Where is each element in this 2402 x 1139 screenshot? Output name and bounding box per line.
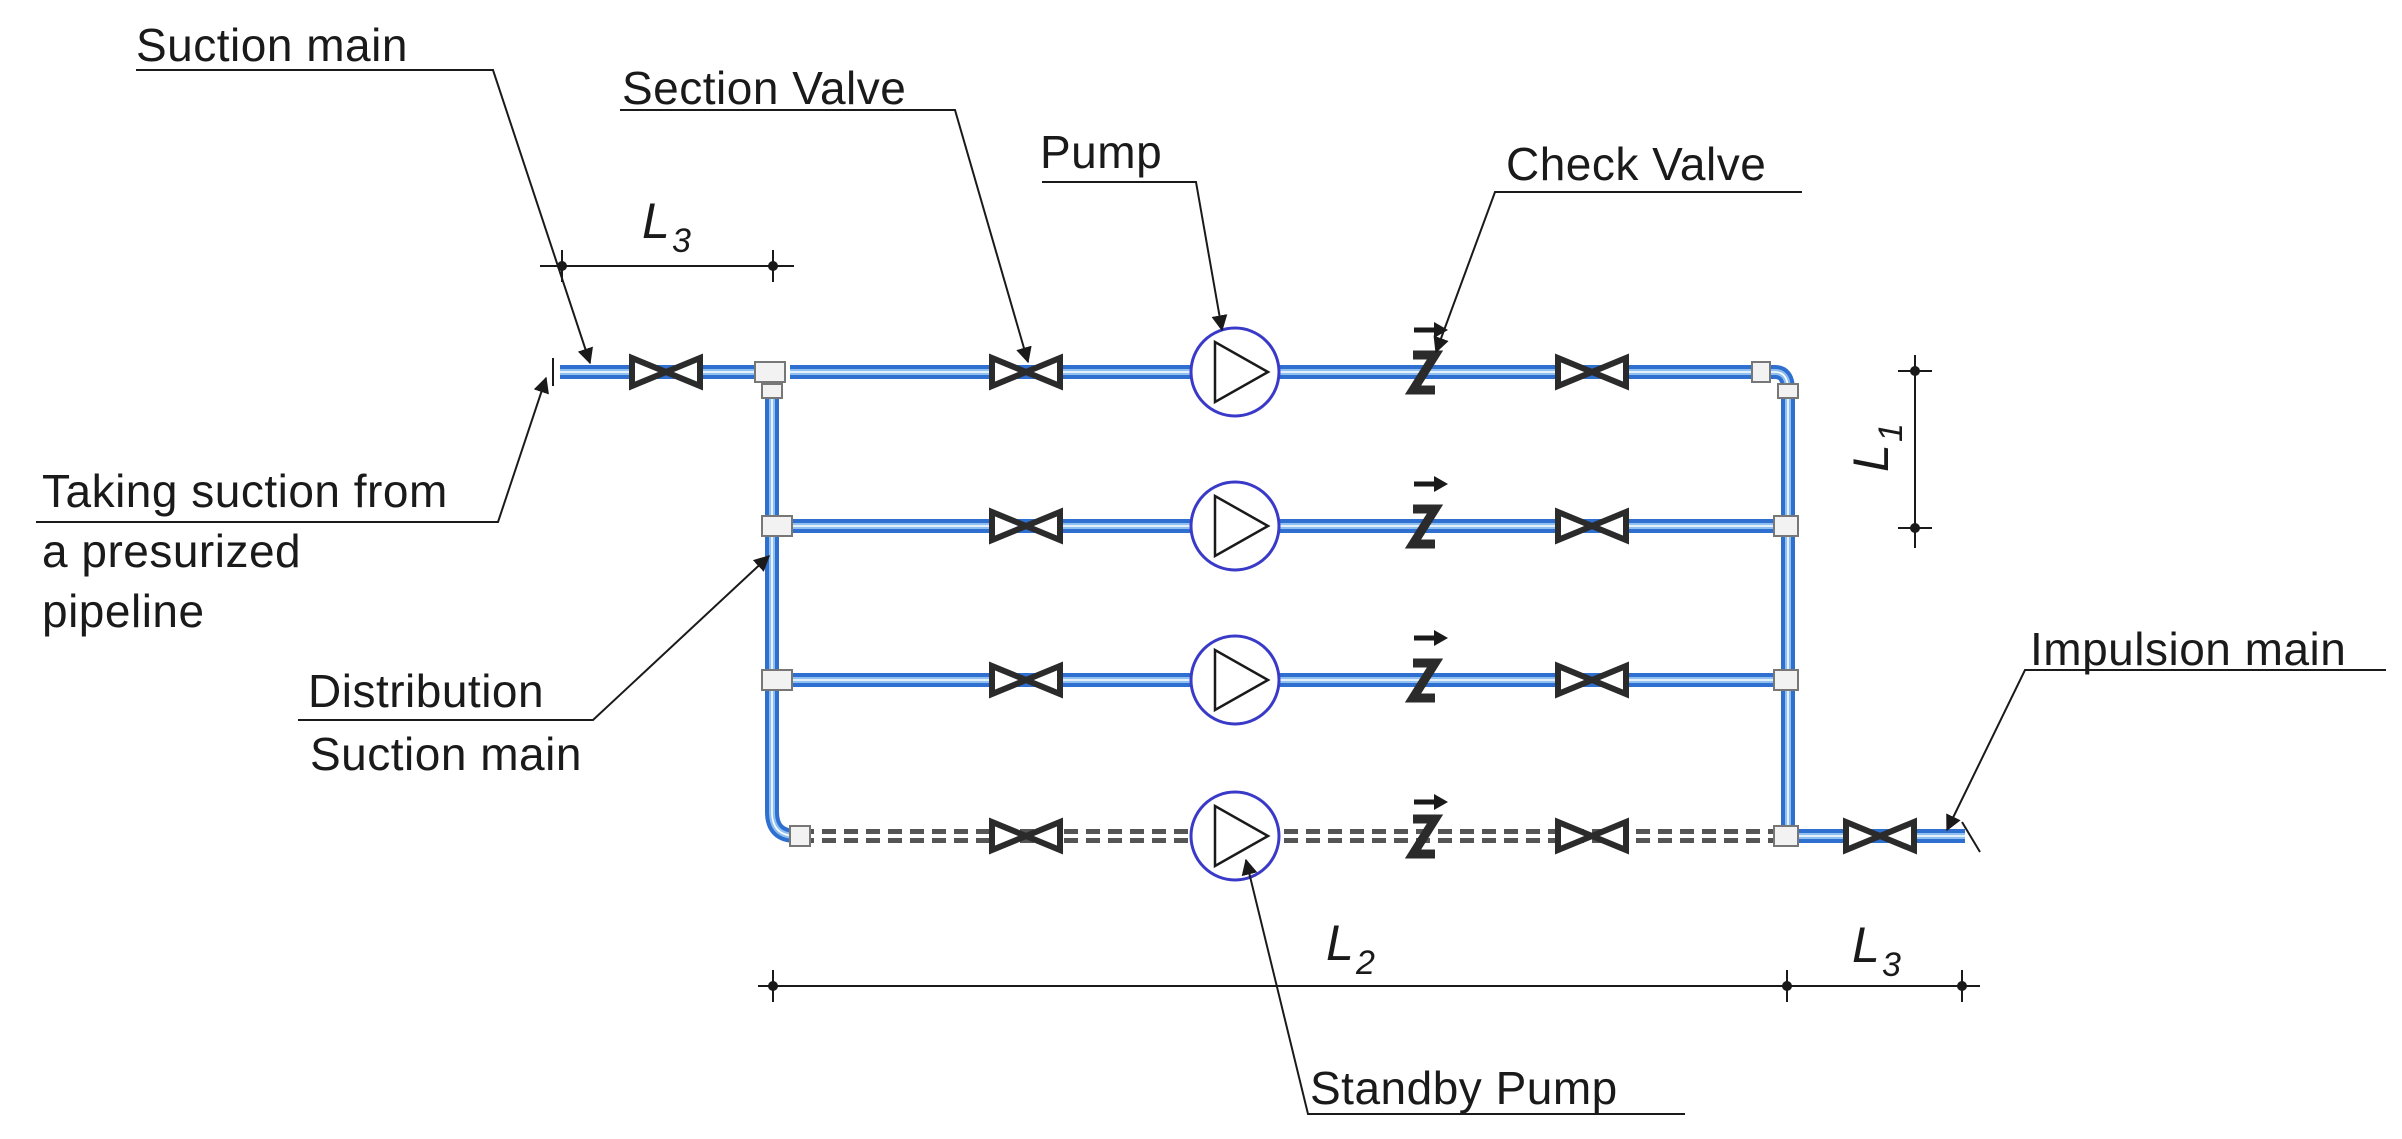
tee-fitting <box>1773 669 1799 691</box>
leader-standby-pump <box>1241 858 1685 1115</box>
dim-l2-letter: L <box>1326 915 1354 971</box>
section-valve-icon <box>989 507 1063 545</box>
section-valve-icon <box>629 353 703 391</box>
section-valve-icon <box>1843 817 1917 855</box>
label-taking-suction-line3: pipeline <box>42 585 205 637</box>
leader-impulsion-main <box>1946 669 2386 832</box>
dim-subscript: 1 <box>1872 423 1910 442</box>
leader-section-valve <box>620 109 1032 364</box>
label-taking-suction-line2: a presurized <box>42 525 301 577</box>
dim-l3-subscript: 3 <box>1882 946 1901 984</box>
section-valve-icon <box>1555 661 1629 699</box>
elbow-fitting <box>1777 383 1799 399</box>
tee-fitting <box>761 669 793 691</box>
pumps <box>1189 326 1281 882</box>
elbow-fitting <box>1751 361 1771 383</box>
label-standby-pump: Standby Pump <box>1310 1062 1618 1114</box>
check-valve-icon <box>1404 476 1448 549</box>
label-taking-suction-line1: Taking suction from <box>42 465 448 517</box>
label-pump: Pump <box>1040 126 1162 178</box>
leader-taking-suction <box>36 376 549 523</box>
dim-l2-subscript: 2 <box>1355 944 1375 982</box>
leader-lines <box>36 69 2386 1115</box>
pipework <box>560 365 1965 843</box>
leader-suction-main <box>136 69 593 365</box>
label-section-valve: Section Valve <box>622 62 906 114</box>
leader-pump <box>1042 181 1228 332</box>
check-valve-icon <box>1404 322 1448 395</box>
label-check-valve: Check Valve <box>1506 138 1766 190</box>
label-distribution-line1: Distribution <box>308 665 544 717</box>
check-valve-icon <box>1404 794 1448 859</box>
callout-labels: Suction main Section Valve Pump Check Va… <box>42 19 2346 1114</box>
tee-fitting <box>1773 825 1799 847</box>
section-valve-icon <box>1555 817 1629 855</box>
label-impulsion-main: Impulsion main <box>2030 623 2346 675</box>
section-valve-icon <box>1555 353 1629 391</box>
leader-check-valve <box>1433 191 1802 354</box>
label-suction-main: Suction main <box>136 19 408 71</box>
valves <box>629 353 1917 855</box>
dim-letter: L <box>1843 444 1899 472</box>
section-valve-icon <box>989 353 1063 391</box>
tee-fitting <box>754 361 786 383</box>
dim-subscript: 3 <box>672 222 691 260</box>
standby-pump-icon <box>1189 790 1281 882</box>
discharge-header-pipe <box>1774 365 1795 836</box>
label-distribution-line2: Suction main <box>310 728 582 780</box>
section-valve-icon <box>989 817 1063 855</box>
check-valve-icon <box>1404 630 1448 703</box>
elbow-fitting <box>789 825 811 847</box>
dim-l3-letter: L <box>1852 917 1880 973</box>
distribution-suction-main-pipe <box>765 386 797 843</box>
section-valve-icon <box>1555 507 1629 545</box>
dim-letter: L <box>642 193 670 249</box>
dimension-l2-l3-bottom: L 2 L 3 <box>758 915 1980 1002</box>
pump-icon <box>1189 634 1281 726</box>
dimension-l3-top: L 3 <box>540 193 794 282</box>
tee-fitting <box>761 515 793 537</box>
pipe-fittings <box>552 358 1981 853</box>
section-valve-icon <box>989 661 1063 699</box>
pump-icon <box>1189 326 1281 418</box>
pump-icon <box>1189 480 1281 572</box>
leader-distribution <box>298 555 770 721</box>
check-valves <box>1404 322 1448 859</box>
pipe-end <box>1961 821 1981 853</box>
dimension-l1: L 1 <box>1843 355 1932 548</box>
tee-fitting <box>1773 515 1799 537</box>
tee-fitting <box>761 383 783 399</box>
